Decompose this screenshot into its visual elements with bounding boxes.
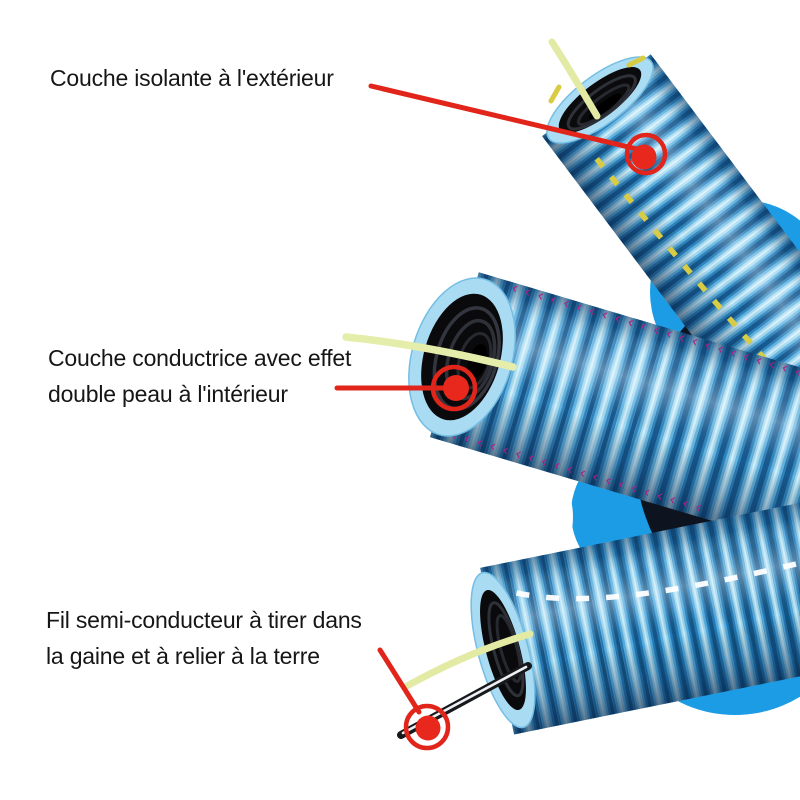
- label-wire-line1: Fil semi-conducteur à tirer dans: [46, 607, 362, 633]
- callout-annotations: [334, 83, 668, 751]
- label-outer-line1: Couche isolante à l'extérieur: [50, 65, 334, 91]
- marker-dot-inner: [443, 375, 469, 401]
- label-inner-line2: double peau à l'intérieur: [48, 381, 288, 407]
- tube-bottom: [470, 496, 800, 735]
- tube-top-opening: [546, 56, 654, 144]
- marker-ring-inner: [430, 364, 478, 412]
- label-semi-conductive-wire: Fil semi-conducteur à tirer dans la gain…: [46, 602, 362, 674]
- pull-wire-middle: [342, 333, 517, 371]
- pull-wire-top: [548, 38, 601, 120]
- callout-earth-wire: [377, 647, 451, 751]
- white-dash-marking: [486, 548, 800, 602]
- marker-ring-outer: [624, 132, 668, 176]
- label-inner-conductive-layer: Couche conductrice avec effet double pea…: [48, 340, 351, 412]
- marker-dot-outer: [631, 144, 657, 170]
- label-wire-line2: la gaine et à relier à la terre: [46, 643, 320, 669]
- marker-dot-wire: [415, 715, 441, 741]
- callout-outer-layer: [368, 83, 668, 176]
- tube-bottom-opening: [470, 571, 536, 729]
- marker-ring-wire: [403, 703, 451, 751]
- leader-line-wire: [377, 647, 422, 715]
- label-outer-insulating-layer: Couche isolante à l'extérieur: [50, 60, 334, 96]
- tube-middle: ‹‹‹‹‹‹‹‹‹‹‹‹‹‹‹‹‹‹‹‹‹‹‹‹‹‹‹‹ ‹‹‹‹‹‹‹‹‹‹‹…: [408, 272, 800, 557]
- leader-line-outer: [368, 83, 640, 152]
- callout-inner-layer: [334, 364, 478, 412]
- yellow-rim-dashes: [548, 55, 646, 104]
- pull-wire-bottom-green: [403, 630, 534, 690]
- label-inner-line1: Couche conductrice avec effet: [48, 345, 352, 371]
- yellow-dash-marking: [594, 157, 787, 383]
